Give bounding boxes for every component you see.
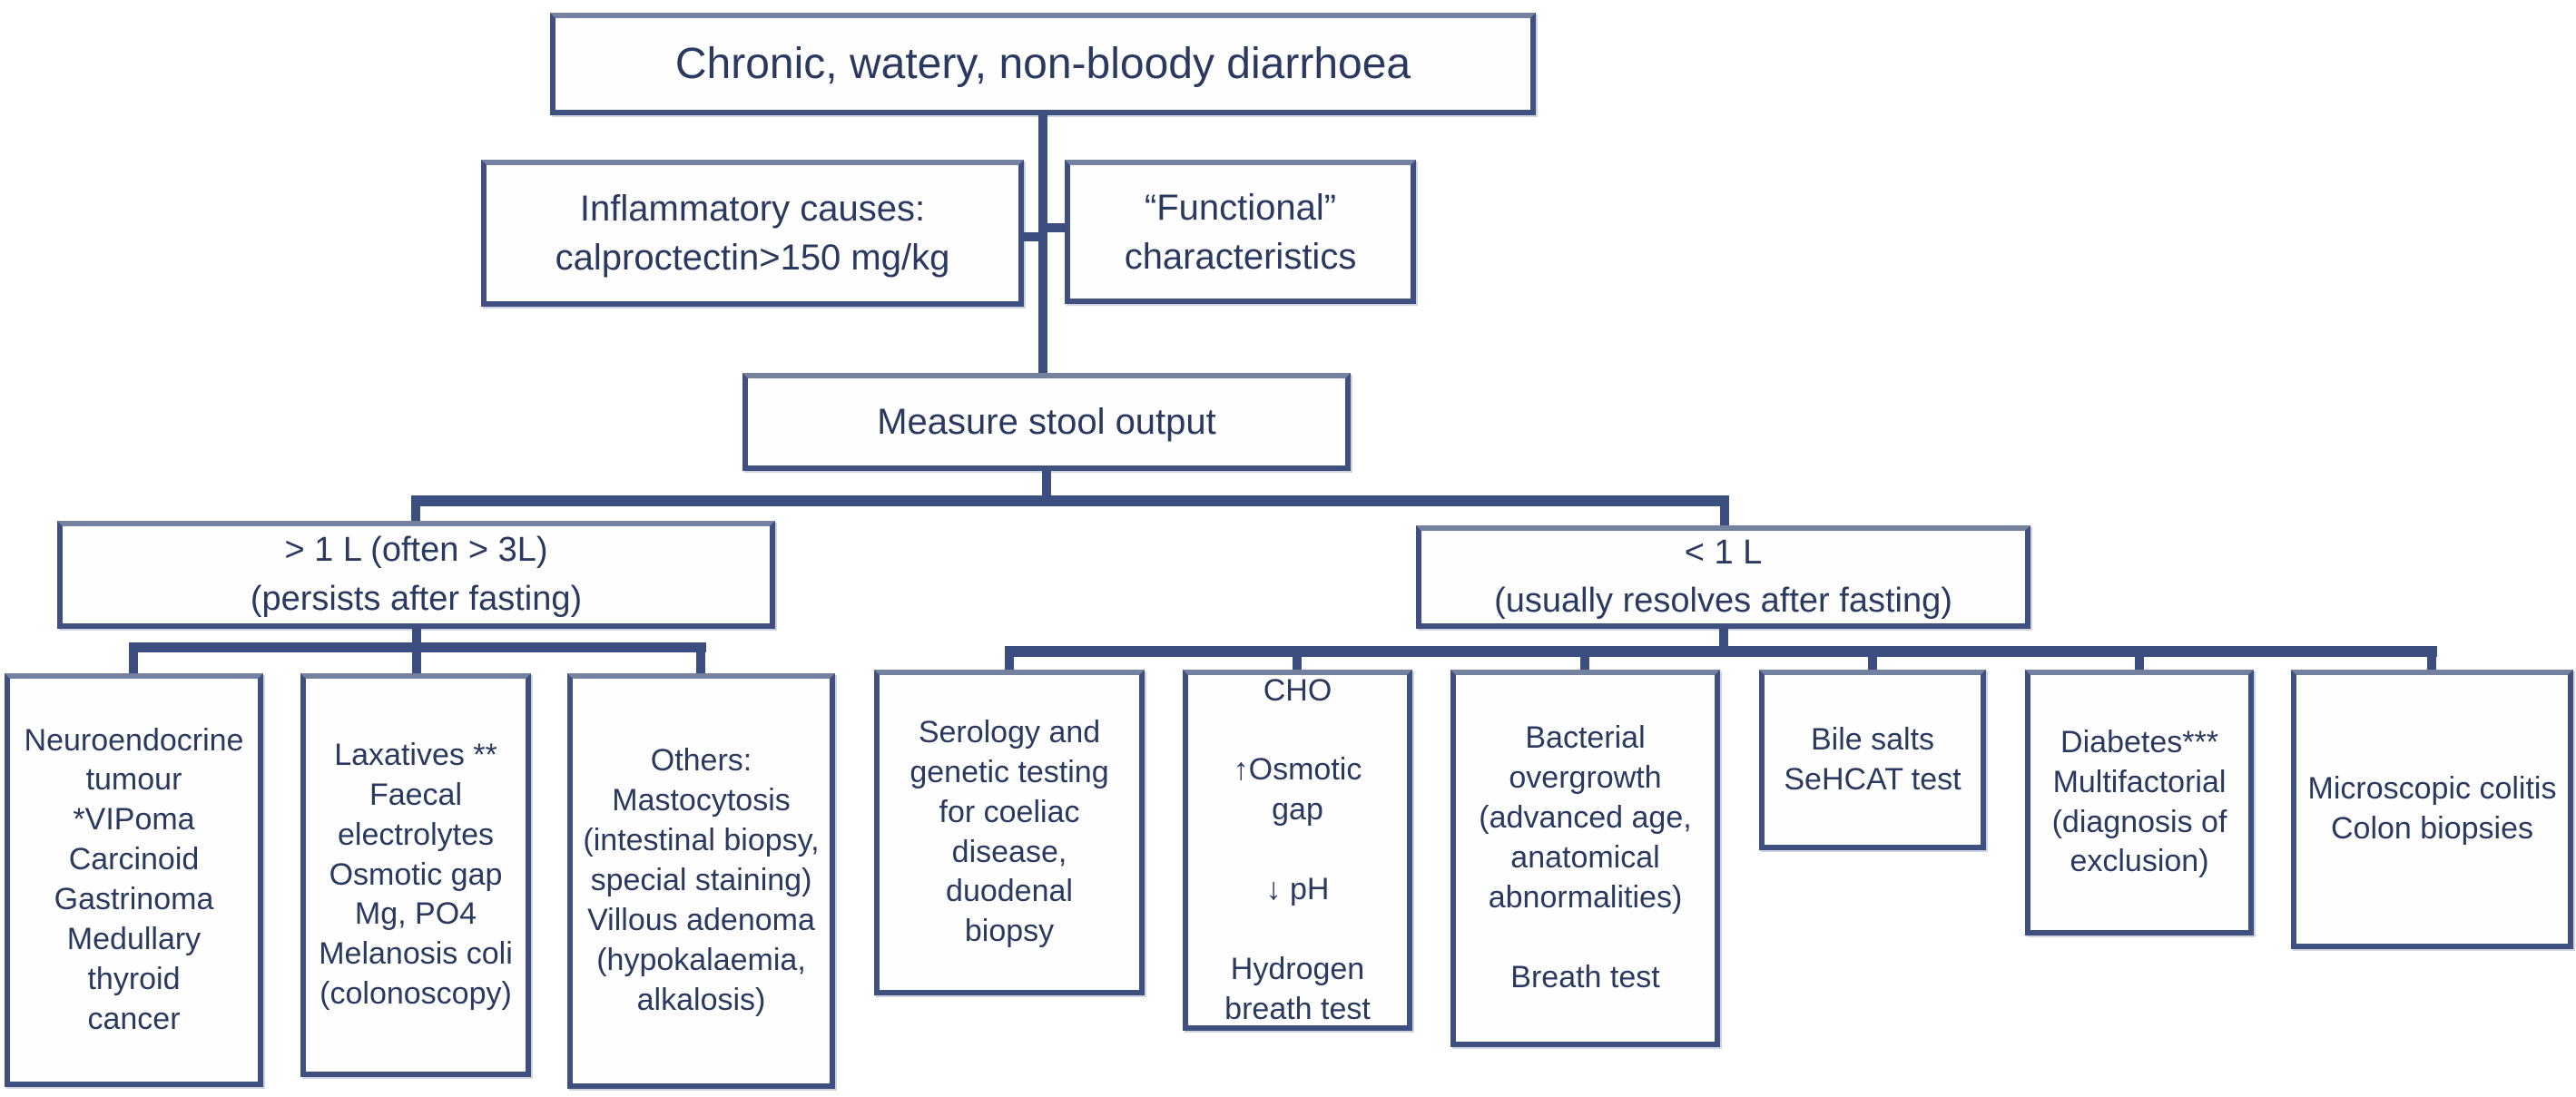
node-functional-characteristics: “Functional” characteristics (1065, 160, 1416, 304)
node-label: Diabetes*** Multifactorial (diagnosis of… (2051, 724, 2227, 879)
node-bile-salts: Bile salts SeHCAT test (1759, 670, 1986, 850)
node-label: Microscopic colitis Colon biopsies (2307, 771, 2557, 846)
node-label: > 1 L (often > 3L) (persists after fasti… (250, 531, 583, 618)
node-label: Neuroendocrine tumour *VIPoma Carcinoid … (24, 722, 244, 1036)
connector-to-bile-salts (1868, 646, 1877, 673)
connector-to-low-output (1720, 501, 1729, 529)
connector-to-serology (1005, 646, 1014, 673)
node-label: CHO ↑Osmotic gap ↓ pH Hydrogen breath te… (1224, 672, 1371, 1026)
node-low-output-branch: < 1 L (usually resolves after fasting) (1416, 525, 2030, 629)
node-label: Laxatives ** Faecal electrolytes Osmotic… (319, 737, 513, 1012)
node-inflammatory-causes: Inflammatory causes: calproctectin>150 m… (481, 160, 1024, 307)
node-label: Bacterial overgrowth (advanced age, anat… (1479, 720, 1692, 994)
node-label: Bile salts SeHCAT test (1784, 721, 1961, 797)
connector-stub-inflammatory (1018, 232, 1044, 241)
node-measure-stool-output: Measure stool output (742, 373, 1351, 471)
connector-to-bacterial (1580, 646, 1589, 673)
node-laxatives: Laxatives ** Faecal electrolytes Osmotic… (300, 673, 531, 1077)
node-label: Serology and genetic testing for coeliac… (909, 714, 1109, 949)
node-label: Measure stool output (877, 401, 1216, 442)
node-chronic-watery-diarrhoea: Chronic, watery, non-bloody diarrhoea (550, 13, 1536, 115)
node-label: Others: Mastocytosis (intestinal biopsy,… (583, 743, 820, 1017)
connector-low-output-down (1719, 629, 1728, 653)
node-label: < 1 L (usually resolves after fasting) (1494, 533, 1952, 620)
node-microscopic-colitis: Microscopic colitis Colon biopsies (2291, 670, 2573, 949)
node-label: Inflammatory causes: calproctectin>150 m… (555, 189, 950, 278)
connector-to-neuroendocrine (129, 642, 138, 677)
connector-low-children-horizontal (1005, 646, 2437, 657)
connector-to-cho (1293, 646, 1302, 673)
connector-to-diabetes (2135, 646, 2144, 673)
connector-to-high-output (411, 501, 420, 524)
connector-to-laxatives (412, 642, 421, 677)
connector-to-microscopic (2427, 646, 2436, 673)
connector-split-horizontal (411, 495, 1729, 506)
node-label: “Functional” characteristics (1124, 187, 1357, 277)
connector-stub-functional (1044, 223, 1069, 232)
connector-measure-to-split (1042, 471, 1051, 501)
node-diabetes: Diabetes*** Multifactorial (diagnosis of… (2025, 670, 2254, 935)
node-cho-malabsorption: CHO ↑Osmotic gap ↓ pH Hydrogen breath te… (1183, 670, 1412, 1031)
connector-high-output-down (412, 629, 421, 651)
node-neuroendocrine-tumour: Neuroendocrine tumour *VIPoma Carcinoid … (5, 673, 263, 1087)
connector-to-others (696, 642, 705, 677)
node-high-output-branch: > 1 L (often > 3L) (persists after fasti… (57, 521, 775, 629)
node-coeliac-serology: Serology and genetic testing for coeliac… (874, 670, 1145, 995)
node-bacterial-overgrowth: Bacterial overgrowth (advanced age, anat… (1450, 670, 1720, 1047)
connector-root-to-measure (1038, 115, 1047, 373)
node-others-mastocytosis: Others: Mastocytosis (intestinal biopsy,… (567, 673, 835, 1089)
node-label: Chronic, watery, non-bloody diarrhoea (674, 40, 1411, 88)
